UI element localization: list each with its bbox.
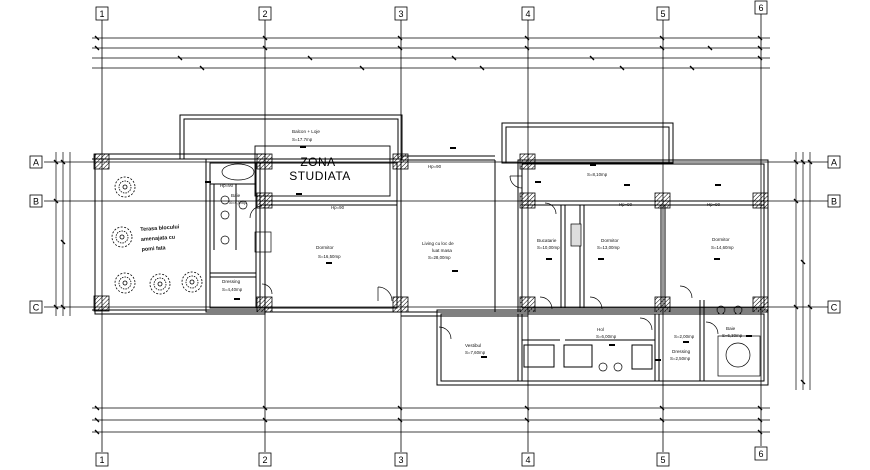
svg-text:C: C	[33, 303, 40, 313]
fixtures	[220, 163, 761, 377]
room-name-dormitor-3: Dormitor	[712, 237, 730, 242]
svg-text:A: A	[33, 158, 39, 168]
svg-text:3: 3	[398, 9, 403, 19]
room-area-top: S=8,10mp	[587, 172, 608, 177]
axis-tag-5-top: 5	[656, 6, 670, 21]
axis-tag-6-top: 6	[754, 0, 768, 15]
tree-icon	[114, 176, 136, 198]
room-area-baie-2: S=6,30mp	[722, 333, 743, 338]
corner-bathtub	[717, 335, 761, 377]
room-name-balcon: Balcon + Loje	[292, 129, 320, 134]
study-zone: ZONA STUDIATA	[254, 145, 391, 197]
axis-tags-right: A B C	[827, 155, 841, 314]
svg-text:B: B	[831, 197, 837, 207]
svg-text:4: 4	[525, 9, 530, 19]
room-area-bucatarie: S=10,00mp	[537, 245, 560, 250]
room-area-balcon: S=17.7mp	[292, 137, 313, 142]
structural-columns	[93, 153, 769, 313]
room-name-dormitor-2: Dormitor	[601, 238, 619, 243]
svg-text:1: 1	[99, 455, 104, 465]
tree-icon	[111, 226, 133, 248]
svg-text:Hp=90: Hp=90	[428, 164, 442, 169]
dimension-lines-bottom	[92, 405, 770, 435]
room-area-dormitor-2: S=13,00mp	[597, 245, 620, 250]
door-swings	[249, 175, 719, 340]
room-area-living: S=28,00mp	[428, 255, 451, 260]
axis-tag-C-right: C	[827, 300, 841, 314]
axis-tag-5-bottom: 5	[656, 452, 670, 467]
dimension-lines-top	[92, 35, 770, 71]
room-name-vestibul: Vestibul	[465, 343, 481, 348]
room-area-hol: S=6,00mp	[596, 334, 617, 339]
svg-text:4: 4	[525, 455, 530, 465]
grid-axis-lines	[44, 14, 828, 452]
room-name-dormitor-1: Dormitor	[316, 245, 334, 250]
axis-tag-4-bottom: 4	[521, 452, 535, 467]
tree-icon	[181, 271, 203, 293]
axis-tag-3-top: 3	[394, 6, 408, 21]
axis-tag-B-left: B	[29, 194, 43, 208]
bathtub-oval	[221, 163, 255, 181]
svg-text:2: 2	[262, 9, 267, 19]
axis-tags-top: 1 2 3 4 5 6	[95, 0, 768, 21]
room-area-hol-small: S=2,00mp	[674, 334, 695, 339]
svg-text:6: 6	[758, 449, 763, 459]
axis-tag-C-left: C	[29, 300, 43, 314]
trees	[111, 176, 203, 295]
svg-text:Hp=90: Hp=90	[619, 202, 633, 207]
room-area-dormitor-1: S=16,50mp	[318, 254, 341, 259]
study-zone-line1: ZONA	[300, 155, 335, 169]
room-area-dressing-2: S=2,50mp	[670, 356, 691, 361]
axis-tag-A-left: A	[29, 155, 43, 169]
axis-tag-1-bottom: 1	[95, 452, 109, 467]
svg-text:3: 3	[398, 455, 403, 465]
axis-tag-B-right: B	[827, 194, 841, 208]
tree-icon	[114, 272, 136, 294]
axis-tag-6-bottom: 6	[754, 446, 768, 461]
svg-text:amenajata cu: amenajata cu	[141, 235, 176, 243]
tree-icon	[149, 273, 171, 295]
svg-text:5: 5	[660, 455, 665, 465]
room-name-bucatarie: Bucatarie	[537, 238, 557, 243]
axis-tag-2-top: 2	[258, 6, 272, 21]
svg-text:Hp=90: Hp=90	[707, 202, 721, 207]
dimension-lines-sides	[53, 152, 813, 390]
room-labels: Balcon + Loje S=17.7mp Baie S=4,5mp Dorm…	[222, 129, 743, 361]
axis-tags-bottom: 1 2 3 4 5 6	[95, 446, 768, 467]
room-area-dormitor-3: S=14,60mp	[711, 245, 734, 250]
window-height-notes: Hp=90 Hp=90 Hp=90 Hp=90 Hp=90	[220, 164, 721, 210]
svg-text:Terasa blocului: Terasa blocului	[140, 224, 180, 233]
room-name-living-2: luat masa	[432, 248, 452, 253]
axis-tags-left: A B C	[29, 155, 43, 314]
axis-tag-2-bottom: 2	[258, 452, 272, 467]
svg-text:B: B	[33, 197, 39, 207]
study-zone-line2: STUDIATA	[289, 169, 351, 183]
axis-tag-A-right: A	[827, 155, 841, 169]
marker-dashes	[205, 146, 752, 361]
axis-tag-4-top: 4	[521, 6, 535, 21]
svg-text:C: C	[831, 303, 838, 313]
axis-tag-3-bottom: 3	[394, 452, 408, 467]
room-name-baie-1: Baie	[231, 193, 241, 198]
room-area-dressing-1: S=4,40mp	[222, 287, 243, 292]
svg-text:2: 2	[262, 455, 267, 465]
svg-text:5: 5	[660, 9, 665, 19]
svg-text:Hp=90: Hp=90	[220, 183, 234, 188]
svg-text:Hp=90: Hp=90	[331, 205, 345, 210]
room-name-dressing-2: Dressing	[672, 349, 691, 354]
terrace-note: Terasa blocului amenajata cu pomi fata	[140, 224, 180, 253]
room-name-dressing-1: Dressing	[222, 279, 241, 284]
svg-text:6: 6	[758, 3, 763, 13]
svg-text:1: 1	[99, 9, 104, 19]
svg-text:pomi fata: pomi fata	[141, 245, 166, 253]
walls	[92, 114, 769, 386]
svg-text:A: A	[831, 158, 837, 168]
room-area-vestibul: S=7,60mp	[465, 350, 486, 355]
room-name-baie-2: Baie	[726, 326, 736, 331]
room-name-hol: Hol	[597, 327, 604, 332]
axis-tag-1-top: 1	[95, 6, 109, 21]
room-name-living: Living cu loc de	[422, 241, 454, 246]
room-area-baie-1: S=4,5mp	[229, 200, 247, 205]
